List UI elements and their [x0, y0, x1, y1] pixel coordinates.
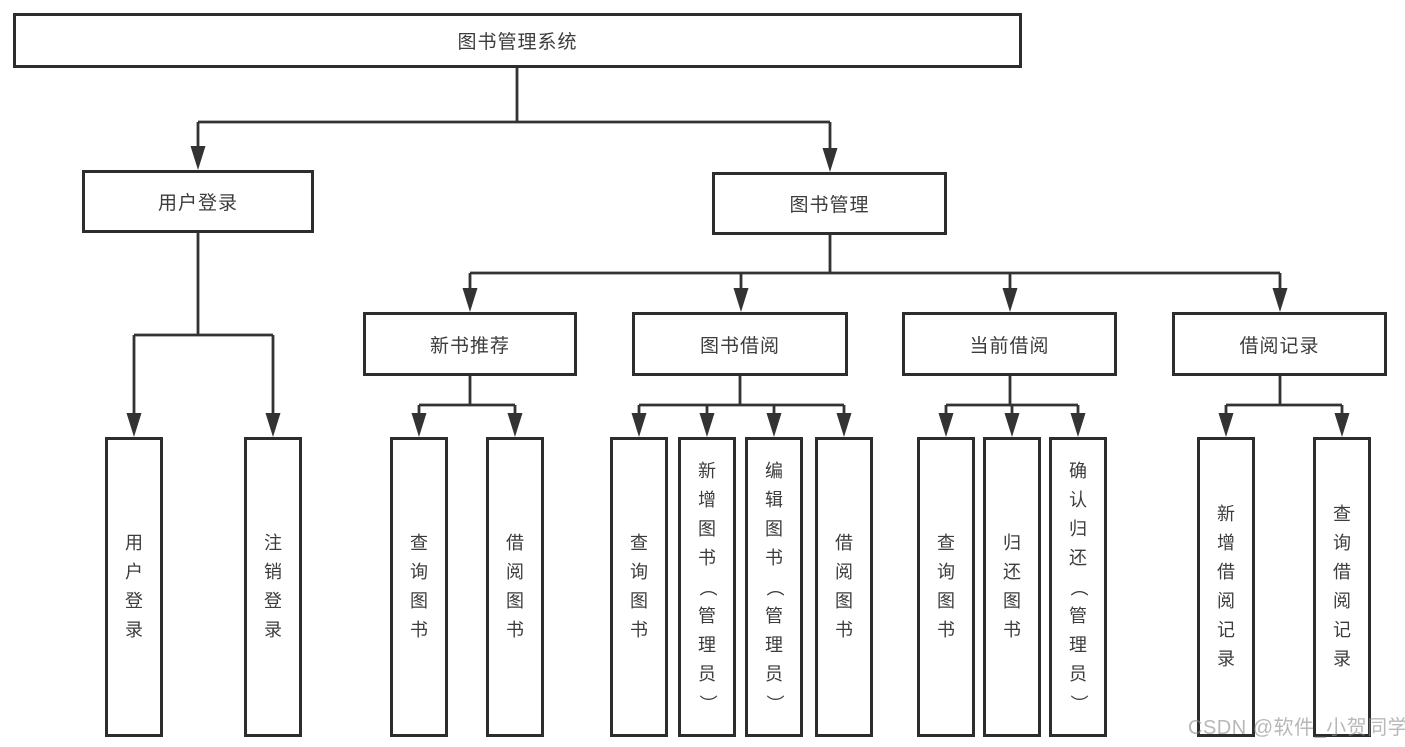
- leaf-query-books-borrow: 查询图书: [610, 437, 668, 737]
- connector-borrow-records-to-leaves: [1218, 376, 1350, 437]
- node-book-borrow: 图书借阅: [632, 312, 848, 376]
- node-user-login: 用户登录: [82, 170, 314, 233]
- node-current-borrow: 当前借阅: [902, 312, 1117, 376]
- connector-root-to-level2: [190, 68, 838, 172]
- node-borrow-records: 借阅记录: [1172, 312, 1387, 376]
- connector-new-book-recommend-to-leaves: [411, 376, 523, 437]
- leaf-confirm-return-admin: 确认归还（管理员）: [1049, 437, 1107, 737]
- leaf-logout: 注销登录: [244, 437, 302, 737]
- leaf-edit-book-admin: 编辑图书（管理员）: [745, 437, 803, 737]
- csdn-watermark: CSDN @软件_小贺同学: [1188, 717, 1405, 739]
- leaf-user-login: 用户登录: [105, 437, 163, 737]
- leaf-add-book-admin: 新增图书（管理员）: [678, 437, 736, 737]
- leaf-query-borrow-record: 查询借阅记录: [1313, 437, 1371, 737]
- leaf-add-borrow-record: 新增借阅记录: [1197, 437, 1255, 737]
- leaf-borrow-books-recommend: 借阅图书: [486, 437, 544, 737]
- connector-book-management-to-level3: [462, 235, 1288, 312]
- connector-book-borrow-to-leaves: [631, 376, 852, 437]
- node-new-book-recommend: 新书推荐: [363, 312, 577, 376]
- leaf-borrow-books: 借阅图书: [815, 437, 873, 737]
- connector-current-borrow-to-leaves: [938, 376, 1086, 437]
- leaf-query-books-current: 查询图书: [917, 437, 975, 737]
- leaf-return-book: 归还图书: [983, 437, 1041, 737]
- node-book-management: 图书管理: [712, 172, 947, 235]
- node-root: 图书管理系统: [13, 13, 1022, 68]
- leaf-query-books-recommend: 查询图书: [390, 437, 448, 737]
- connector-user-login-to-leaves: [126, 233, 281, 437]
